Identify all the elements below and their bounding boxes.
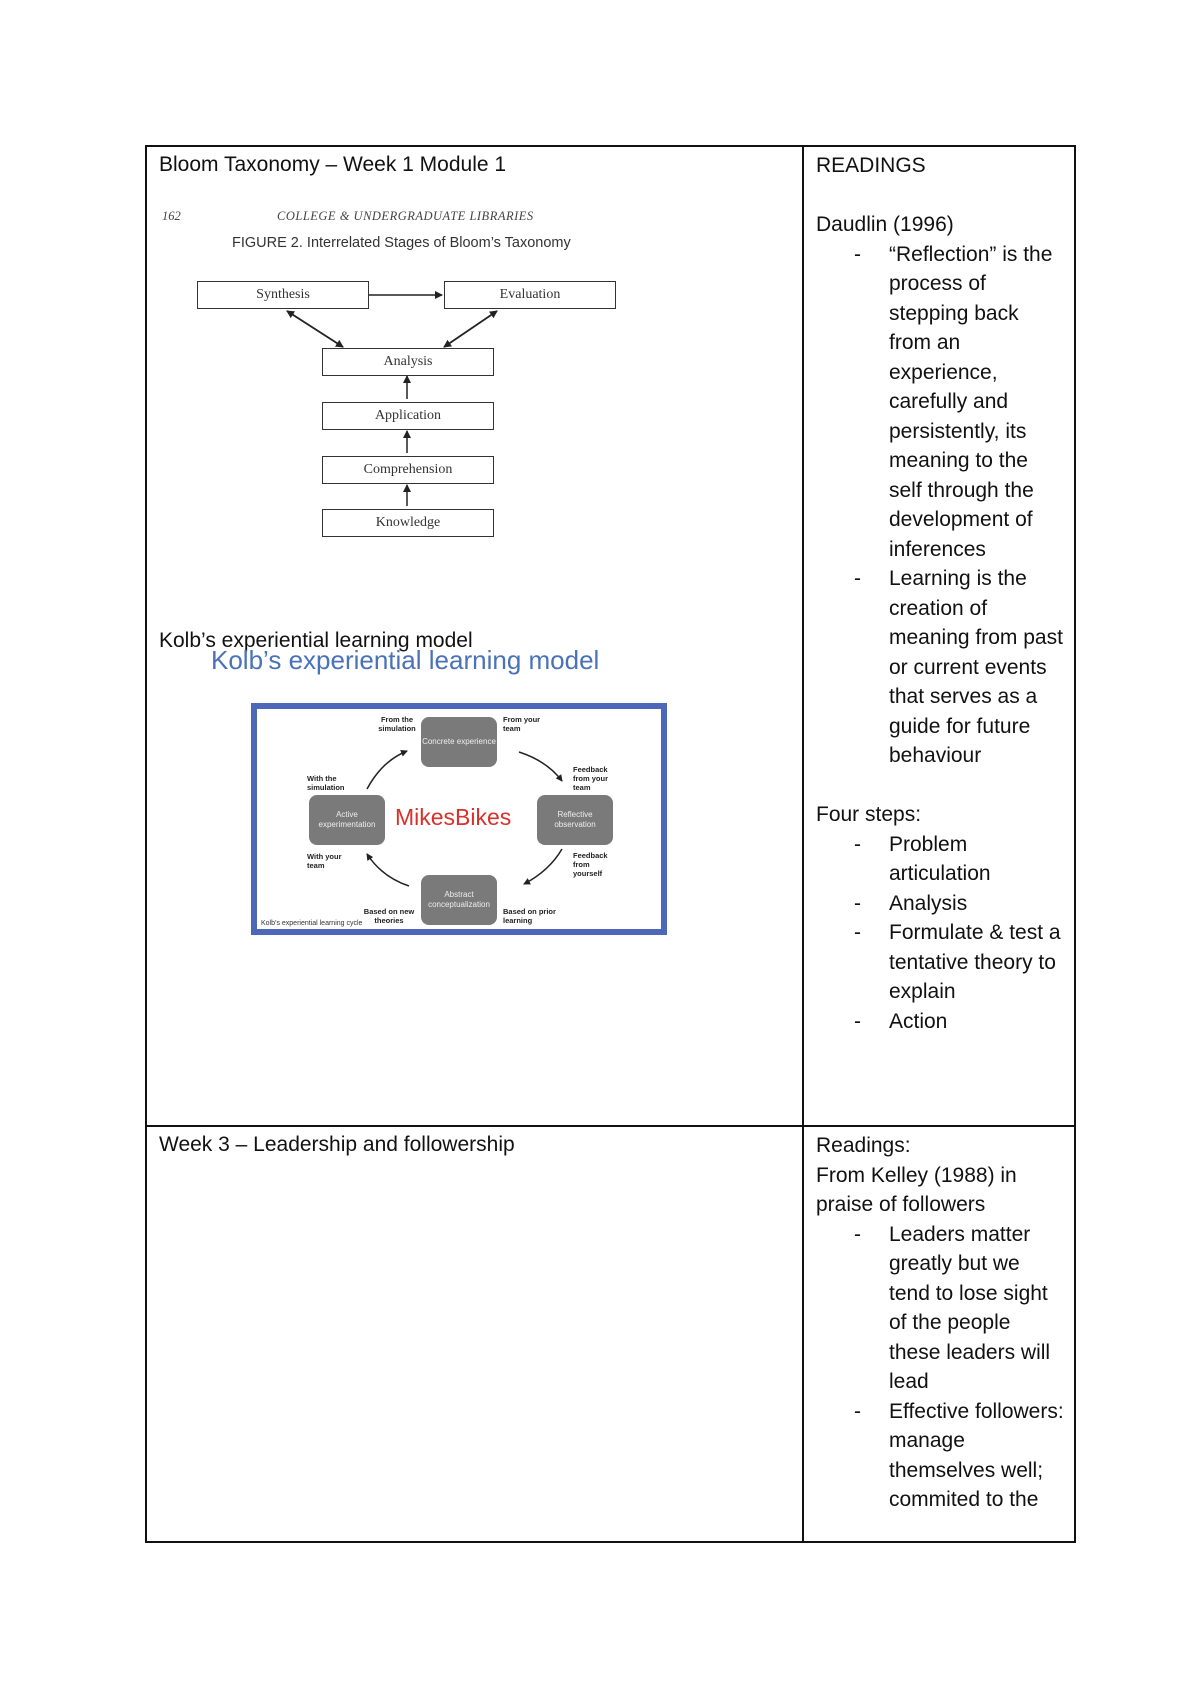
label-feedback-team: Feedback from your team [573,765,609,792]
readings-cell-week3: Readings: From Kelley (1988) in praise o… [804,1127,1074,1541]
stage-analysis: Analysis [322,348,494,376]
notes-table: Bloom Taxonomy – Week 1 Module 1 162 COL… [145,145,1076,1543]
list-item: -Effective followers: manage themselves … [854,1399,1064,1512]
concrete-experience-box: Concrete experience [421,717,497,767]
journal-title: COLLEGE & UNDERGRADUATE LIBRARIES [277,209,534,223]
page-number: 162 [162,209,181,223]
stage-knowledge: Knowledge [322,509,494,537]
label-prior-learning: Based on prior learning [503,907,556,925]
active-experimentation-box: Active experimentation [309,795,385,845]
list-item: -Leaders matter greatly but we tend to l… [854,1222,1051,1394]
abstract-conceptualization-box: Abstract conceptualization [421,875,497,925]
label-from-team: From your team [503,715,541,733]
figure-caption: FIGURE 2. Interrelated Stages of Bloom’s… [232,235,571,251]
bloom-kolb-cell: Bloom Taxonomy – Week 1 Module 1 162 COL… [147,147,804,1127]
kolb-heading: Kolb’s experiential learning model [159,629,473,652]
readings-source: From Kelley (1988) in praise of follower… [816,1163,1017,1217]
steps-list: -Problem articulation -Analysis -Formula… [816,830,1066,1037]
kelley-points: -Leaders matter greatly but we tend to l… [816,1220,1066,1515]
stage-application: Application [322,402,494,430]
bloom-heading: Bloom Taxonomy – Week 1 Module 1 [159,153,507,176]
kolb-figure-title: Kolb’s experiential learning model [211,645,600,675]
week3-heading: Week 3 – Leadership and followership [159,1133,515,1156]
list-item: -Learning is the creation of meaning fro… [854,567,1063,767]
reflection-points: -“Reflection” is the process of stepping… [816,240,1066,771]
kolb-arrows [366,749,563,887]
readings-cell-week1: READINGS Daudlin (1996) -“Reflection” is… [804,147,1074,1127]
steps-heading: Four steps: [816,803,922,826]
label-with-simulation: With the simulation [307,774,345,792]
readings-heading: READINGS [816,154,926,177]
kolb-cycle-caption: Kolb’s experiential learning cycle [261,920,363,927]
list-item: -Problem articulation [854,832,991,886]
stage-comprehension: Comprehension [322,456,494,484]
list-item: -“Reflection” is the process of stepping… [854,242,1053,561]
stage-evaluation: Evaluation [444,281,616,309]
bloom-taxonomy-figure: 162 COLLEGE & UNDERGRADUATE LIBRARIES FI… [162,209,632,579]
readings-heading: Readings: [816,1134,911,1157]
label-with-team: With your team [307,852,342,870]
list-item: -Formulate & test a tentative theory to … [854,921,1061,1003]
stage-synthesis: Synthesis [197,281,369,309]
leadership-cell: Week 3 – Leadership and followership [147,1127,804,1541]
readings-source: Daudlin (1996) [816,213,954,236]
label-from-simulation: From the simulation [378,715,416,733]
list-item: -Action [854,1009,948,1033]
label-feedback-self: Feedback from yourself [573,851,608,878]
reflective-observation-box: Reflective observation [537,795,613,845]
mikesbikes-label: MikesBikes [395,804,512,830]
kolb-cycle-figure: Concrete experience Reflective observati… [251,703,667,935]
label-new-theories: Based on new theories [363,907,415,925]
readings-block-week3: Readings: From Kelley (1988) in praise o… [816,1131,1066,1515]
list-item: -Analysis [854,891,968,915]
readings-block-week1: READINGS Daudlin (1996) -“Reflection” is… [816,151,1066,1036]
